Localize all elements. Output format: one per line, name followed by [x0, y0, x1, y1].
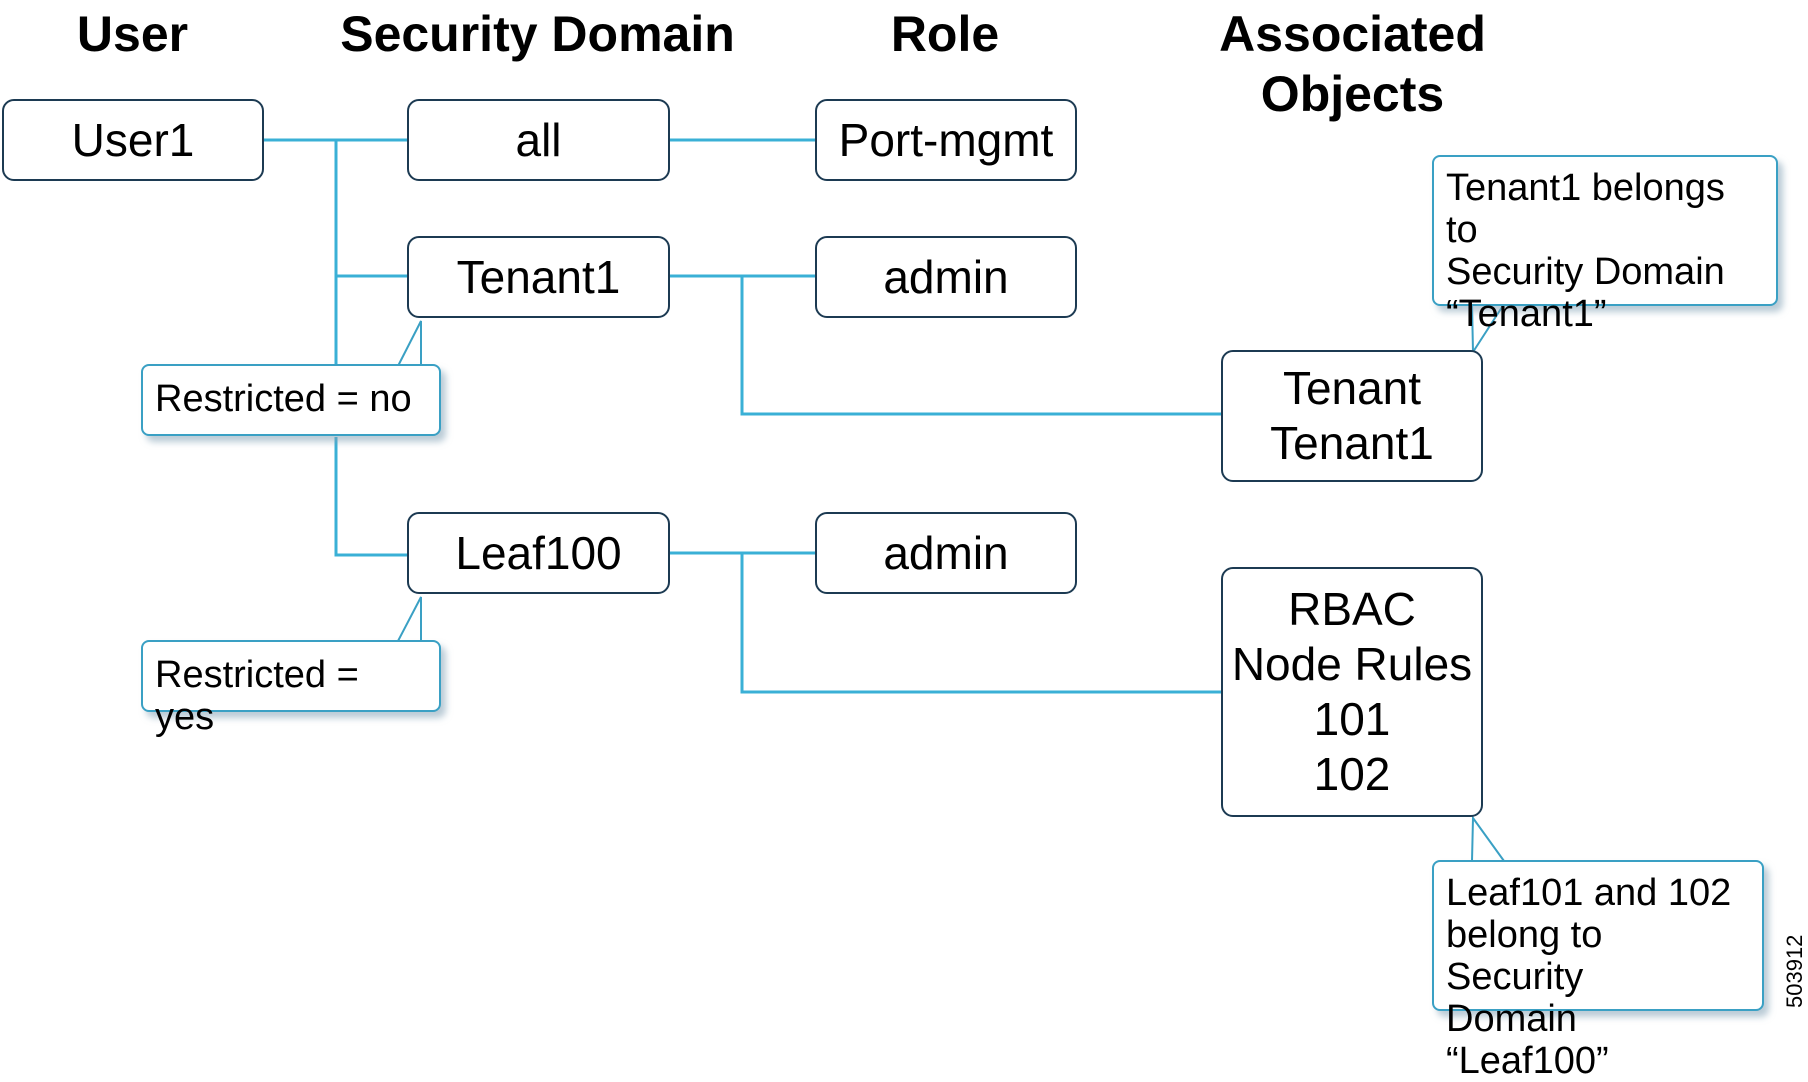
object-box-tenant: Tenant Tenant1: [1221, 350, 1483, 482]
restricted-no-pointer: [397, 320, 422, 367]
restricted-yes-callout: Restricted = yes: [141, 640, 441, 738]
restricted-yes-pointer: [397, 596, 422, 642]
header-role: Role: [890, 6, 1000, 62]
user-to-domains-connector: [262, 138, 407, 557]
role-box-admin-leaf100: admin: [815, 512, 1077, 594]
domain-box-all: all: [407, 99, 670, 181]
leaf-note-callout: Leaf101 and 102 belong to Security Domai…: [1432, 860, 1764, 1082]
user-box: User1: [2, 99, 264, 181]
header-security-domain: Security Domain: [340, 6, 735, 62]
tenant-note-callout: Tenant1 belongs to Security Domain “Tena…: [1432, 155, 1778, 335]
figure-code: 503912: [1782, 934, 1807, 1008]
tenant1-to-admin-connector: [668, 274, 1222, 416]
role-box-port-mgmt: Port-mgmt: [815, 99, 1077, 181]
header-user: User: [76, 6, 189, 62]
leaf100-to-admin-connector: [668, 551, 1222, 694]
role-box-admin-tenant1: admin: [815, 236, 1077, 318]
domain-box-leaf100: Leaf100: [407, 512, 670, 594]
leaf-note-pointer: [1471, 814, 1505, 862]
restricted-no-callout: Restricted = no: [141, 364, 441, 436]
object-box-rbac: RBAC Node Rules 101 102: [1221, 567, 1483, 817]
connector-lines: [262, 138, 1505, 862]
header-associated-objects: Associated Objects: [1219, 6, 1486, 122]
domain-box-tenant1: Tenant1: [407, 236, 670, 318]
